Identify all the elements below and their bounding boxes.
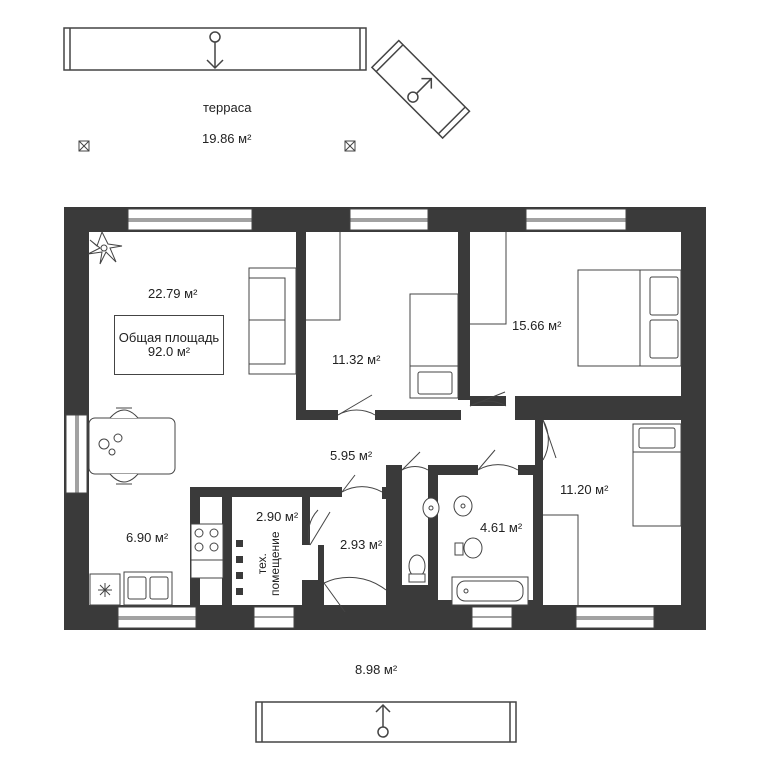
sink-icon xyxy=(422,495,473,519)
bed-icon xyxy=(409,293,459,399)
terrace-label: терраса xyxy=(203,100,252,115)
wardrobe xyxy=(470,232,507,325)
total-area-value: 92.0 м² xyxy=(147,344,191,359)
tech-room-label: тех. помещение xyxy=(255,531,282,596)
wardrobe xyxy=(543,514,579,605)
porch-door xyxy=(255,701,517,743)
sink-icon xyxy=(123,571,173,606)
kitchen-area: 6.90 м² xyxy=(126,530,169,545)
bedroom-small-area: 11.32 м² xyxy=(332,352,381,367)
tech-equipment xyxy=(236,540,243,595)
terrace-area: 19.86 м² xyxy=(202,131,252,146)
doors xyxy=(307,391,557,613)
sofa-icon xyxy=(248,267,297,375)
terrace-window-left xyxy=(63,27,367,71)
toilet-icon xyxy=(408,537,483,583)
bedroom-right-area: 11.20 м² xyxy=(560,482,609,497)
bathroom-area: 4.61 м² xyxy=(480,520,523,535)
bedroom-big-area: 15.66 м² xyxy=(512,318,562,333)
interior-walls xyxy=(190,232,681,605)
total-area-box: Общая площадь 92.0 м² xyxy=(114,315,224,375)
dining-table-icon xyxy=(88,407,176,485)
bed-icon xyxy=(632,423,682,527)
terrace-post-left xyxy=(78,140,90,152)
hall-area: 5.95 м² xyxy=(330,448,373,463)
total-area-title: Общая площадь xyxy=(118,330,220,345)
wardrobe xyxy=(306,232,341,321)
tech-room-area: 2.90 м² xyxy=(256,509,299,524)
snowflake-icon xyxy=(89,573,121,606)
terrace-post-right xyxy=(344,140,356,152)
living-area: 22.79 м² xyxy=(148,286,198,301)
windows xyxy=(65,208,655,629)
porch-area: 8.98 м² xyxy=(355,662,398,677)
tech-label-line1: тех. xyxy=(255,553,269,575)
stove-icon xyxy=(190,523,224,579)
bed-icon xyxy=(577,269,682,367)
tech-label-line2: помещение xyxy=(268,531,282,596)
plant-icon xyxy=(87,230,123,265)
bathtub-icon xyxy=(451,576,529,606)
corridor-area: 2.93 м² xyxy=(340,537,383,552)
terrace-door-rotated xyxy=(370,39,471,140)
